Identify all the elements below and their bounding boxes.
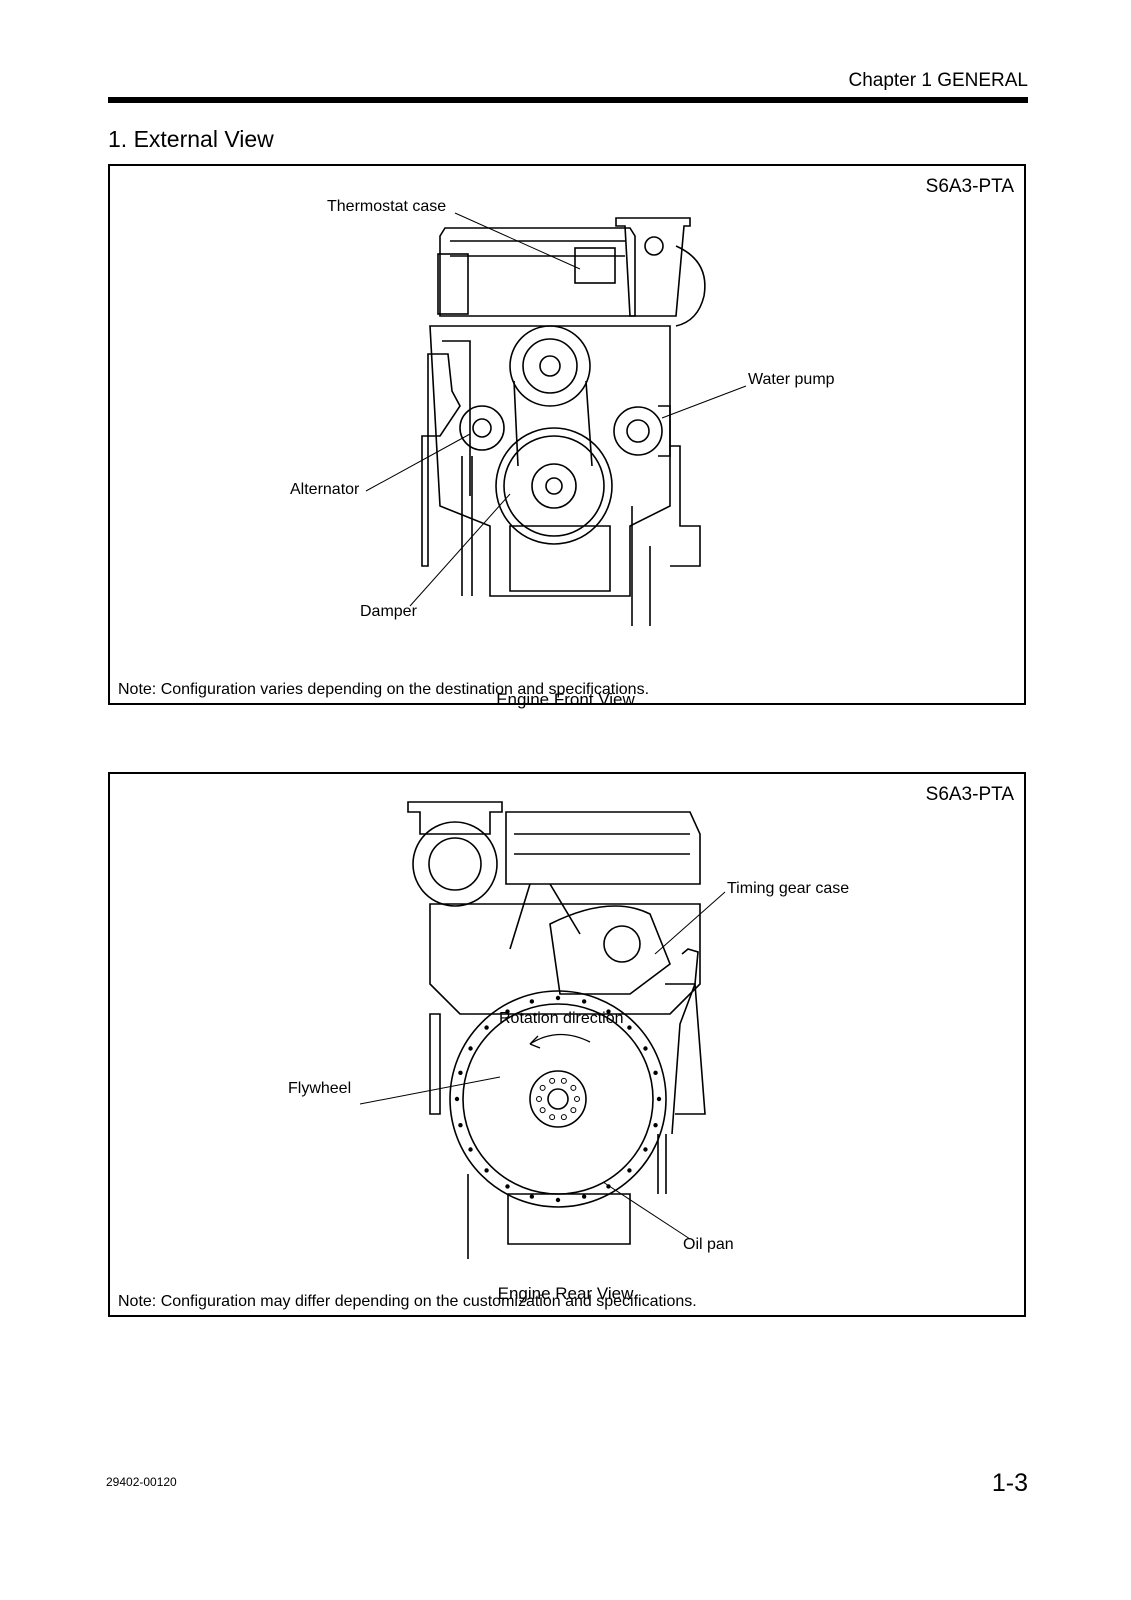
- engine-rear-figure: S6A3-PTA Timing gear case Rotation direc…: [108, 772, 1026, 1317]
- label-damper: Damper: [360, 603, 417, 620]
- label-rotation-direction: Rotation direction: [499, 1010, 624, 1027]
- section-title: 1. External View: [108, 126, 274, 152]
- engine-front-figure: S6A3-PTA Thermostat case Water pump Alte…: [108, 164, 1026, 705]
- label-thermostat-case: Thermostat case: [327, 198, 447, 215]
- document-number: 29402-00120: [106, 1475, 177, 1489]
- figure-note: Note: Configuration varies depending on …: [118, 681, 650, 698]
- label-timing-gear-case: Timing gear case: [727, 880, 850, 897]
- figure-caption-rear: Engine Rear View: [497, 1284, 634, 1303]
- page-number: 1-3: [991, 1469, 1028, 1497]
- label-alternator: Alternator: [290, 481, 360, 498]
- label-flywheel: Flywheel: [288, 1080, 352, 1097]
- engine-front-drawing: [365, 212, 747, 626]
- figure-caption-front: Engine Front View: [496, 690, 635, 709]
- label-water-pump: Water pump: [748, 371, 835, 388]
- header-rule: [108, 97, 1028, 103]
- chapter-header: Chapter 1 GENERAL: [848, 70, 1028, 91]
- engine-rear-drawing: [359, 801, 726, 1259]
- model-label: S6A3-PTA: [925, 784, 1014, 805]
- model-label: S6A3-PTA: [925, 176, 1014, 197]
- figure-note: Note: Configuration may differ depending…: [118, 1293, 697, 1310]
- label-oil-pan: Oil pan: [683, 1236, 734, 1253]
